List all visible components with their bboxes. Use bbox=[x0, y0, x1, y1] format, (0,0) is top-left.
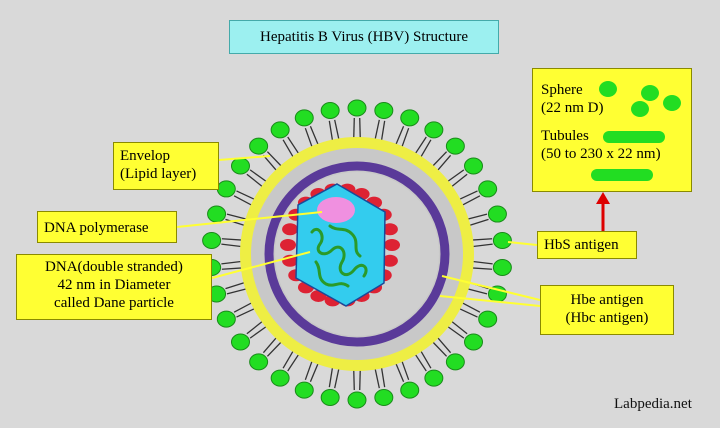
hbs-antigen-spike bbox=[374, 389, 394, 407]
hbs-antigen-spike bbox=[347, 391, 367, 409]
envelop-label-line2: (Lipid layer) bbox=[120, 166, 197, 182]
envelop-label: Envelop (Lipid layer) bbox=[113, 142, 219, 190]
hbs-antigen-spike bbox=[320, 389, 340, 407]
hbe-antigen-label: Hbe antigen (Hbc antigen) bbox=[540, 285, 674, 335]
hbs-antigen-spike bbox=[464, 157, 484, 175]
hbs-antigen-spike bbox=[424, 369, 444, 387]
sphere-label: Sphere bbox=[541, 82, 583, 98]
hbs-antigen-spike bbox=[424, 121, 444, 139]
hbs-antigen-spike bbox=[445, 353, 465, 371]
hbs-antigen-spike bbox=[478, 180, 498, 198]
envelop-label-line1: Envelop bbox=[120, 148, 170, 164]
sphere-particle bbox=[641, 85, 659, 101]
hbs-antigen-spike bbox=[249, 353, 269, 371]
hbs-antigen-spike bbox=[294, 109, 314, 127]
red-arrow-head bbox=[596, 192, 610, 204]
hbs-antigen-spike bbox=[400, 109, 420, 127]
dna-label-line2: 42 nm in Diameter bbox=[57, 277, 171, 293]
surface-spikes bbox=[202, 99, 512, 409]
tubules-label: Tubules bbox=[541, 128, 589, 144]
hbe-pointer-1 bbox=[441, 275, 541, 301]
tubules-size-label: (50 to 230 x 22 nm) bbox=[541, 146, 661, 162]
dna-label-line1: DNA(double stranded) bbox=[45, 259, 183, 275]
hbs-antigen-label: HbS antigen bbox=[537, 231, 637, 259]
dna-label-line3: called Dane particle bbox=[54, 295, 174, 311]
hbsag-particles-box: Sphere (22 nm D) Tubules (50 to 230 x 22… bbox=[532, 68, 692, 192]
hbs-antigen-spike bbox=[492, 232, 512, 250]
tubule-particle bbox=[603, 131, 665, 143]
hbs-antigen-spike bbox=[487, 205, 507, 223]
hbs-antigen-spike bbox=[249, 137, 269, 155]
envelop-pointer bbox=[218, 155, 271, 161]
hbs-antigen-spike bbox=[464, 333, 484, 351]
hbs-antigen-spike bbox=[374, 101, 394, 119]
source-credit: Labpedia.net bbox=[614, 396, 692, 412]
hbs-antigen-spike bbox=[320, 101, 340, 119]
dna-strand bbox=[310, 224, 368, 288]
hbs-antigen-spike bbox=[207, 205, 227, 223]
core-protein bbox=[381, 254, 398, 267]
diagram-title: Hepatitis B Virus (HBV) Structure bbox=[229, 20, 499, 54]
hbe-label-line2: (Hbc antigen) bbox=[565, 310, 649, 326]
hbs-antigen-spike bbox=[445, 137, 465, 155]
hbs-antigen-spike bbox=[294, 381, 314, 399]
hbs-antigen-spike bbox=[492, 258, 512, 276]
hbs-antigen-spike bbox=[478, 310, 498, 328]
tubule-particle bbox=[591, 169, 653, 181]
hbs-antigen-spike bbox=[216, 310, 236, 328]
hbs-antigen-spike bbox=[230, 333, 250, 351]
hbs-antigen-spike bbox=[216, 180, 236, 198]
core-protein bbox=[384, 239, 400, 251]
hbs-antigen-spike bbox=[400, 381, 420, 399]
core-protein bbox=[381, 223, 398, 236]
dna-polymerase-blob bbox=[317, 197, 355, 223]
sphere-particle bbox=[663, 95, 681, 111]
hbs-antigen-spike bbox=[347, 99, 367, 117]
core-protein bbox=[280, 239, 296, 251]
core-protein bbox=[282, 223, 299, 236]
dna-polymerase-label: DNA polymerase bbox=[37, 211, 177, 243]
dna-pointer bbox=[211, 251, 311, 279]
hbs-antigen-spike bbox=[270, 369, 290, 387]
hbe-pointer-2 bbox=[439, 295, 541, 307]
dna-polymerase-pointer bbox=[176, 211, 323, 228]
hbs-antigen-spike bbox=[270, 121, 290, 139]
hbs-antigen-spike bbox=[202, 232, 222, 250]
hbe-antigen-ring bbox=[264, 161, 450, 347]
hbs-antigen-spike bbox=[230, 157, 250, 175]
hbs-pointer bbox=[507, 241, 538, 246]
hbe-label-line1: Hbe antigen bbox=[570, 292, 644, 308]
sphere-size-label: (22 nm D) bbox=[541, 100, 604, 116]
dna-label: DNA(double stranded) 42 nm in Diameter c… bbox=[16, 254, 212, 320]
sphere-particle bbox=[631, 101, 649, 117]
sphere-particle bbox=[599, 81, 617, 97]
